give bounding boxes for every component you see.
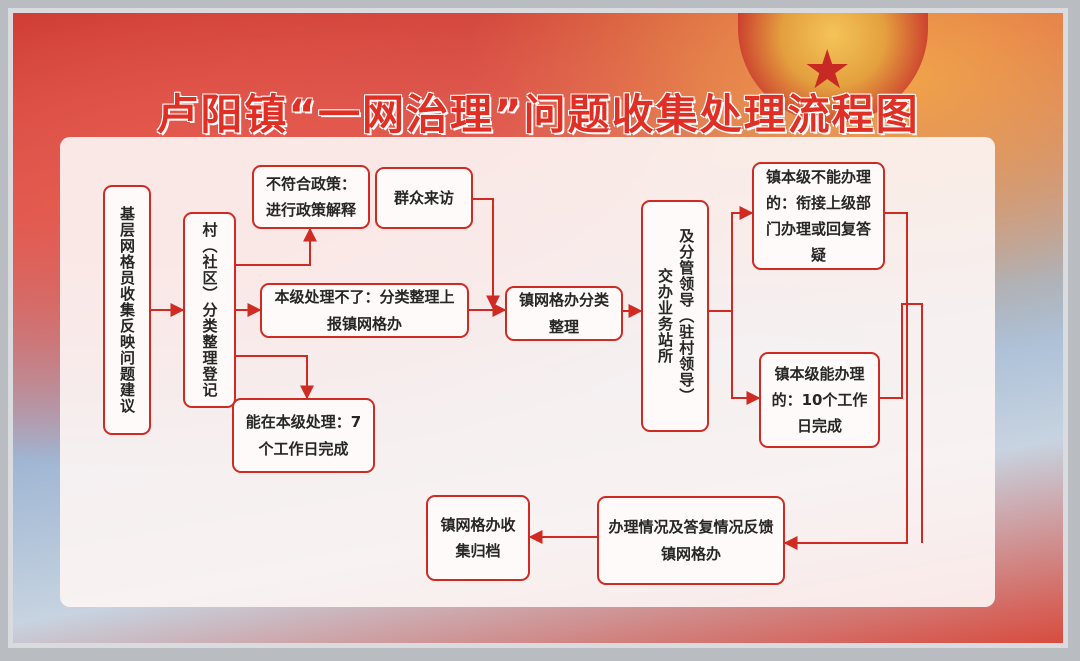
node-grid-staff: 基层网格员收集反映问题建议: [103, 185, 151, 435]
node-archive: 镇网格办收集归档: [426, 495, 530, 581]
star-icon: ★: [803, 38, 852, 101]
node-village-register: 村（社区）分类整理登记: [183, 212, 236, 408]
diagram-title: 卢阳镇“一网治理”问题收集处理流程图: [156, 90, 920, 139]
node-public-visit: 群众来访: [375, 167, 473, 229]
node-town-grid-office: 镇网格办分类整理: [505, 286, 623, 341]
station-column-leaders: 及分管领导（驻村领导）: [677, 228, 696, 404]
node-report-up: 本级处理不了：分类整理上报镇网格办: [260, 283, 469, 338]
node-service-station: 及分管领导（驻村领导）交办业务站所: [641, 200, 709, 432]
node-policy-explain: 不符合政策：进行政策解释: [252, 165, 370, 229]
node-cannot-handle: 镇本级不能办理的：衔接上级部门办理或回复答疑: [752, 162, 885, 270]
node-feedback: 办理情况及答复情况反馈镇网格办: [597, 496, 785, 585]
node-can-handle: 镇本级能办理的：10个工作日完成: [759, 352, 880, 448]
station-column-name: 交办业务站所: [656, 268, 674, 364]
node-local-done: 能在本级处理：7个工作日完成: [232, 398, 375, 473]
